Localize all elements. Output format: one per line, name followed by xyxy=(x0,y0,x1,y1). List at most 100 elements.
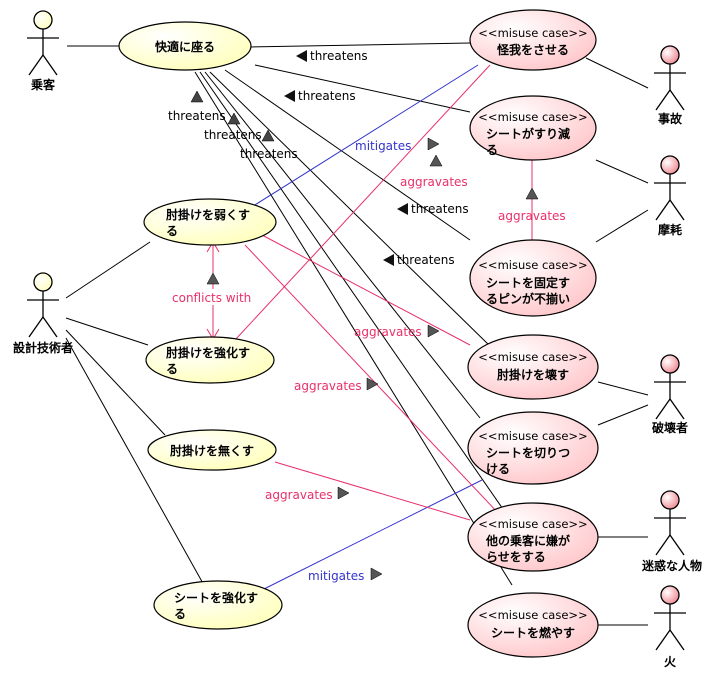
misuse-case-burn-seat[interactable]: <<misuse case>> シートを燃やす xyxy=(467,592,599,658)
relation-label-text: conflicts with xyxy=(172,291,251,305)
aggravates-line-weaken-harass xyxy=(244,244,501,516)
conflicts-label: conflicts with xyxy=(168,272,258,305)
use-case-remove-armrest[interactable]: 肘掛けを無くす xyxy=(147,429,277,471)
direction-triangle-icon xyxy=(429,154,443,167)
assoc-pins-wear xyxy=(595,209,649,243)
misuse-case-label: 肘掛けを壊す xyxy=(497,367,569,382)
relation-label-text: threatens xyxy=(168,109,226,123)
misuse-case-harass[interactable]: <<misuse case>> 他の乗客に嫌が らせをする xyxy=(467,502,599,572)
threatens-line-injure xyxy=(249,42,471,48)
relation-label-text: threatens xyxy=(411,202,469,216)
misuse-case-label: 怪我をさせる xyxy=(496,42,569,57)
aggravates-line-weaken-break xyxy=(261,234,471,346)
misuse-case-label: ける xyxy=(486,462,510,476)
threatens-label: threatens xyxy=(204,128,275,142)
actor-label: 摩耗 xyxy=(658,222,682,237)
relation-label-text: aggravates xyxy=(294,379,362,393)
use-case-label: る xyxy=(174,607,186,621)
relation-label-text: mitigates xyxy=(308,569,364,583)
aggravates-label: aggravates xyxy=(354,324,440,339)
mitigates-label: mitigates xyxy=(308,567,383,583)
misuse-case-label: シートがすり減 xyxy=(486,126,570,141)
assoc-slash-vandal xyxy=(597,404,649,426)
use-case-weaken-armrest[interactable]: 肘掛けを弱くす る xyxy=(143,198,277,246)
misuse-case-label: るピンが不揃い xyxy=(486,291,570,306)
misuse-case-label: 他の乗客に嫌が xyxy=(485,533,570,548)
actor-label: 乗客 xyxy=(31,77,56,92)
relation-label-text: aggravates xyxy=(265,488,333,502)
misuse-case-label: らせをする xyxy=(486,550,546,564)
actor-designer[interactable]: 設計技術者 xyxy=(13,272,73,355)
mitigates-line-seat-slash xyxy=(261,479,483,591)
direction-triangle-icon xyxy=(397,203,408,215)
direction-triangle-icon xyxy=(525,187,539,200)
use-case-label: る xyxy=(166,362,178,376)
assoc-break-vandal xyxy=(597,381,649,396)
aggravates-label: aggravates xyxy=(400,154,468,189)
misuse-case-injure[interactable]: <<misuse case>> 怪我をさせる xyxy=(469,9,597,71)
misuse-case-label: る xyxy=(486,143,498,157)
direction-triangle-icon xyxy=(190,90,204,103)
aggravates-label: aggravates xyxy=(498,187,566,223)
relation-label-text: mitigates xyxy=(355,139,411,153)
direction-triangle-icon xyxy=(296,50,307,62)
stereotype-label: <<misuse case>> xyxy=(478,26,587,40)
actor-vandal[interactable]: 破壊者 xyxy=(652,354,688,435)
assoc-designer-remove-arm xyxy=(65,329,166,436)
threatens-label: threatens xyxy=(397,202,469,216)
use-case-label: 快適に座る xyxy=(155,39,215,54)
actor-wear[interactable]: 摩耗 xyxy=(654,155,686,237)
direction-triangle-icon xyxy=(261,129,275,142)
use-case-label: シートを強化す xyxy=(174,590,258,605)
connector-lines xyxy=(65,42,649,626)
stereotype-label: <<misuse case>> xyxy=(478,110,587,124)
use-case-sit[interactable]: 快適に座る xyxy=(118,21,252,71)
assoc-designer-strengthen-seat xyxy=(65,337,206,588)
actor-label: 火 xyxy=(664,655,677,669)
assoc-wearout-wear xyxy=(595,159,649,184)
misuse-case-pins[interactable]: <<misuse case>> シートを固定す るピンが不揃い xyxy=(469,239,597,317)
aggravates-label: aggravates xyxy=(294,377,379,393)
misuse-case-break-armrest[interactable]: <<misuse case>> 肘掛けを壊す xyxy=(467,334,599,400)
direction-triangle-icon xyxy=(370,567,383,581)
direction-triangle-icon xyxy=(427,137,440,151)
relation-label-text: aggravates xyxy=(498,209,566,223)
threatens-line-break xyxy=(209,71,493,349)
stick-figure-icon xyxy=(27,272,59,338)
aggravates-label: aggravates xyxy=(265,486,350,502)
actor-label: 設計技術者 xyxy=(13,340,73,355)
relation-label-text: threatens xyxy=(298,89,356,103)
assoc-injure-accident xyxy=(585,57,649,89)
stick-figure-icon xyxy=(654,155,686,221)
misuse-case-label: シートを切りつ xyxy=(486,446,570,460)
threatens-label: threatens xyxy=(296,49,368,63)
use-case-strengthen-seat[interactable]: シートを強化す る xyxy=(153,580,283,630)
use-case-label: 肘掛けを無くす xyxy=(170,443,254,458)
stereotype-label: <<misuse case>> xyxy=(478,608,587,622)
misuse-case-label: シートを固定す xyxy=(486,275,570,290)
direction-triangle-icon xyxy=(284,90,295,102)
use-case-strengthen-armrest[interactable]: 肘掛けを強化す る xyxy=(145,336,275,384)
threatens-label: threatens xyxy=(240,147,298,161)
misuse-case-slash-seat[interactable]: <<misuse case>> シートを切りつ ける xyxy=(467,411,599,485)
actor-passenger[interactable]: 乗客 xyxy=(27,10,59,92)
misuse-case-wearout[interactable]: <<misuse case>> シートがすり減 る xyxy=(469,95,597,161)
relation-label-text: aggravates xyxy=(400,175,468,189)
threatens-line-harass xyxy=(199,71,506,513)
stereotype-label: <<misuse case>> xyxy=(478,350,587,364)
threatens-label: threatens xyxy=(168,90,241,125)
relation-label-text: threatens xyxy=(204,128,262,142)
actor-nuisance[interactable]: 迷惑な人物 xyxy=(641,490,702,573)
stick-figure-icon xyxy=(654,45,686,111)
direction-triangle-icon xyxy=(337,486,350,500)
aggravates-line-remove-harass xyxy=(274,461,471,521)
relation-label-text: threatens xyxy=(240,147,298,161)
actor-fire[interactable]: 火 xyxy=(654,585,686,669)
direction-triangle-icon xyxy=(366,377,379,391)
use-case-label: 肘掛けを強化す xyxy=(166,345,250,360)
relation-label-text: aggravates xyxy=(354,325,422,339)
assoc-designer-weaken xyxy=(65,241,151,299)
actor-label: 迷惑な人物 xyxy=(641,558,702,573)
actor-accident[interactable]: 事故 xyxy=(654,45,686,126)
stereotype-label: <<misuse case>> xyxy=(478,429,587,443)
